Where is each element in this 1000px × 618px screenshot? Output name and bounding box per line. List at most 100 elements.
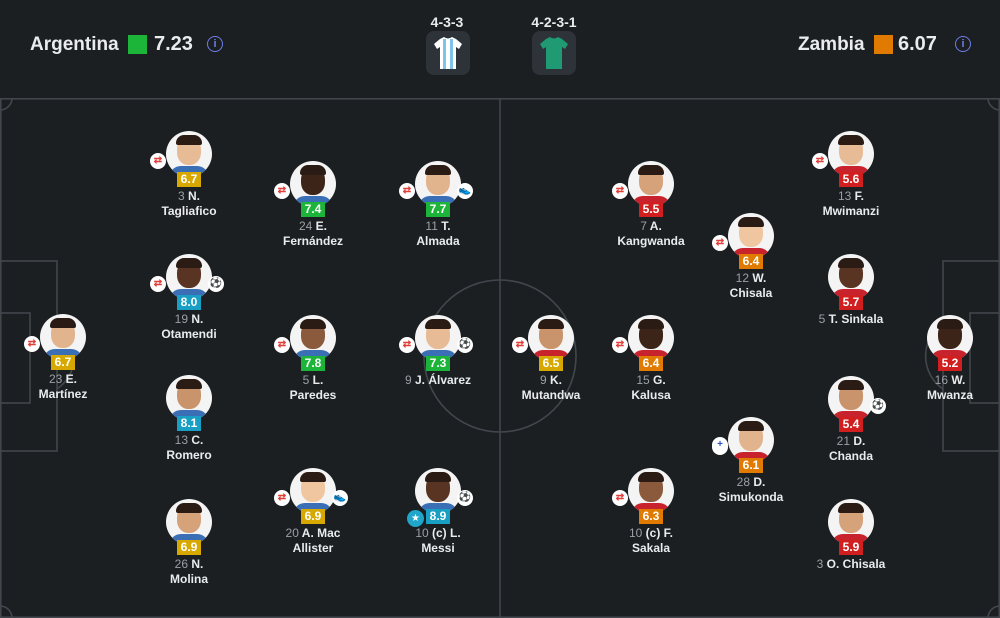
player-number: 11 xyxy=(425,219,438,233)
player-name-line1: K. xyxy=(550,373,563,387)
player-name: 13 C. Romero xyxy=(124,433,254,463)
substitution-icon: ⇄ xyxy=(612,183,628,199)
player-name: 7 A. Kangwanda xyxy=(586,219,716,249)
player-number: 10 xyxy=(415,526,429,540)
player-avatar xyxy=(828,499,874,545)
info-icon[interactable]: i xyxy=(207,36,223,52)
player-name: 3 O. Chisala xyxy=(786,557,916,572)
player-rating: 5.4 xyxy=(839,417,863,432)
player-name: 5 T. Sinkala xyxy=(786,312,916,327)
player-avatar xyxy=(628,161,674,207)
substitution-icon: ⇄ xyxy=(512,337,528,353)
player-rating: 5.7 xyxy=(839,295,863,310)
player-avatar xyxy=(415,161,461,207)
info-icon[interactable]: i xyxy=(955,36,971,52)
player-name-line1: W. xyxy=(752,271,767,285)
player-name: 9 J. Álvarez xyxy=(373,373,503,388)
player-rating: 7.3 xyxy=(426,356,450,371)
substitution-icon: ⇄ xyxy=(612,490,628,506)
substitution-icon: ⇄ xyxy=(274,183,290,199)
player-rating: 8.1 xyxy=(177,416,201,431)
player-name-line2: Allister xyxy=(292,541,334,555)
goal-icon: ⚽ xyxy=(208,276,224,292)
home-team-name[interactable]: Argentina xyxy=(30,34,119,55)
player-avatar xyxy=(628,468,674,514)
player-name: 26 N. Molina xyxy=(124,557,254,587)
player-number: 9 xyxy=(539,373,547,387)
player-rating: 5.2 xyxy=(938,356,962,371)
player-name-line2: Kalusa xyxy=(631,388,671,402)
player-name-line1: A. Mac xyxy=(301,526,341,540)
player-rating: 6.9 xyxy=(301,509,325,524)
player-name-line1: D. xyxy=(853,434,866,448)
player-name: 24 E. Fernández xyxy=(248,219,378,249)
player-name: 20 A. Mac Allister xyxy=(248,526,378,556)
home-team-rating: 7.23 xyxy=(154,33,193,55)
player-name: 5 L. Paredes xyxy=(248,373,378,403)
player-avatar xyxy=(166,254,212,300)
home-kit-icon xyxy=(426,31,470,75)
player-name: 3 N. Tagliafico xyxy=(124,189,254,219)
pitch xyxy=(0,98,1000,618)
player-name: 21 D. Chanda xyxy=(786,434,916,464)
player-name-line1: D. xyxy=(753,475,766,489)
player-number: 23 xyxy=(48,372,63,386)
player-avatar xyxy=(166,131,212,177)
player-name-line1: N. xyxy=(191,557,204,571)
player-name: 10 (c) F. Sakala xyxy=(586,526,716,556)
player-name-line2: Tagliafico xyxy=(161,204,217,218)
player-name-line2: Simukonda xyxy=(718,490,784,504)
player-avatar xyxy=(290,315,336,361)
player-rating: 7.8 xyxy=(301,356,325,371)
player-number: 7 xyxy=(640,219,647,233)
assist-icon: 👟 xyxy=(332,490,348,506)
player-name-line2: Molina xyxy=(170,572,208,586)
away-team-rating: 6.07 xyxy=(898,33,937,55)
away-formation: 4-2-3-1 xyxy=(531,14,577,30)
player-name-line1: T. Sinkala xyxy=(828,312,884,326)
player-number: 13 xyxy=(837,189,852,203)
player-avatar xyxy=(415,468,461,514)
player-name-line1: W. xyxy=(951,373,966,387)
player-name-line1: J. Álvarez xyxy=(414,373,472,387)
substitution-icon: ⇄ xyxy=(399,183,415,199)
substitution-icon: ⇄ xyxy=(812,153,828,169)
player-name: 12 W. Chisala xyxy=(686,271,816,301)
away-team-name[interactable]: Zambia xyxy=(798,34,865,55)
player-name-line1: E. xyxy=(315,219,328,233)
player-name-line2: Chanda xyxy=(828,449,873,463)
player-rating: 7.7 xyxy=(426,202,450,217)
player-number: 16 xyxy=(934,373,948,387)
player-name-line2: Almada xyxy=(416,234,460,248)
player-number: 20 xyxy=(285,526,299,540)
player-name-line2: Mwimanzi xyxy=(822,204,880,218)
home-formation: 4-3-3 xyxy=(430,14,464,30)
player-number: 28 xyxy=(736,475,750,489)
away-kit-icon xyxy=(532,31,576,75)
substitution-icon: ⇄ xyxy=(150,153,166,169)
player-avatar xyxy=(828,376,874,422)
player-number: 5 xyxy=(818,312,826,326)
player-name: 23 E. Martínez xyxy=(0,372,128,402)
player-name-line2: Otamendi xyxy=(161,327,217,341)
player-rating: 6.4 xyxy=(739,254,763,269)
player-number: 21 xyxy=(836,434,850,448)
player-avatar xyxy=(290,468,336,514)
substitution-icon: ⇄ xyxy=(399,337,415,353)
player-name-line1: F. xyxy=(854,189,865,203)
player-name: 15 G. Kalusa xyxy=(586,373,716,403)
player-rating: 6.7 xyxy=(177,172,201,187)
player-avatar xyxy=(166,375,212,421)
player-name-line1: (c) F. xyxy=(645,526,674,540)
player-rating: 6.5 xyxy=(539,356,563,371)
player-avatar xyxy=(728,213,774,259)
player-avatar xyxy=(828,131,874,177)
player-name-line2: Martínez xyxy=(38,387,88,401)
player-avatar xyxy=(290,161,336,207)
player-name: 13 F. Mwimanzi xyxy=(786,189,916,219)
home-rating-square xyxy=(128,35,147,54)
player-of-match-icon: ★ xyxy=(407,510,424,527)
player-avatar xyxy=(40,314,86,360)
substitution-icon: ⇄ xyxy=(274,490,290,506)
player-avatar xyxy=(828,254,874,300)
